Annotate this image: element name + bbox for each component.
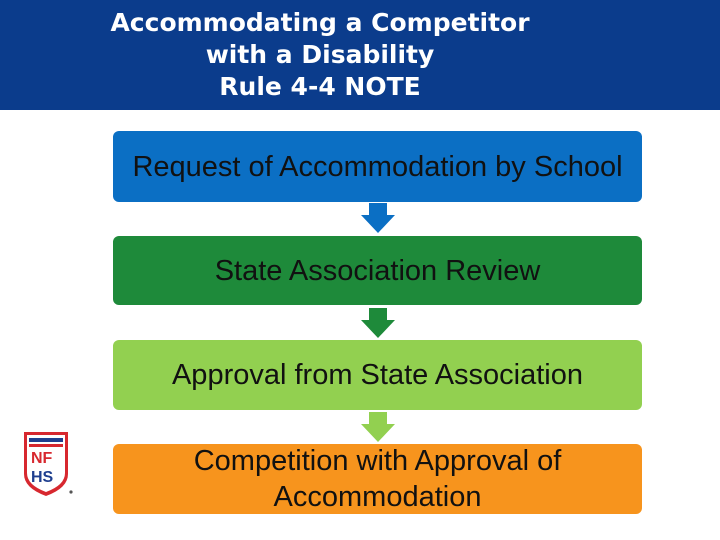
arrow-shape [361,203,395,233]
nfhs-logo: NF HS [22,430,74,498]
logo-shield-inner [27,435,65,492]
step-label: Request of Accommodation by School [132,150,623,183]
logo-registered-mark [69,490,73,494]
step-state-association-review: State Association Review [113,236,642,305]
arrow-shape [361,412,395,442]
down-arrow-icon [361,308,395,338]
step-label: Approval from State Association [171,359,584,391]
logo-stripe [29,444,63,447]
title-line-2: with a Disability [205,40,435,69]
step-approval-from-state: Approval from State Association [113,340,642,410]
arrow-shape [361,308,395,338]
down-arrow-icon [361,203,395,233]
logo-letters-top: NF [31,450,53,467]
logo-letters-bottom: HS [31,469,54,486]
title-banner: Accommodating a Competitor with a Disabi… [0,0,720,110]
down-arrow-icon [361,412,395,442]
title-line-1: Accommodating a Competitor [110,8,530,37]
step-label: State Association Review [214,254,541,287]
step-competition-with-approval: Competition with Approval of Accommodati… [113,444,642,514]
logo-stripe [29,438,63,442]
title-line-3: Rule 4-4 NOTE [219,72,421,101]
step-label: Competition with Approval of Accommodati… [193,445,562,513]
step-request-accommodation: Request of Accommodation by School [113,131,642,202]
